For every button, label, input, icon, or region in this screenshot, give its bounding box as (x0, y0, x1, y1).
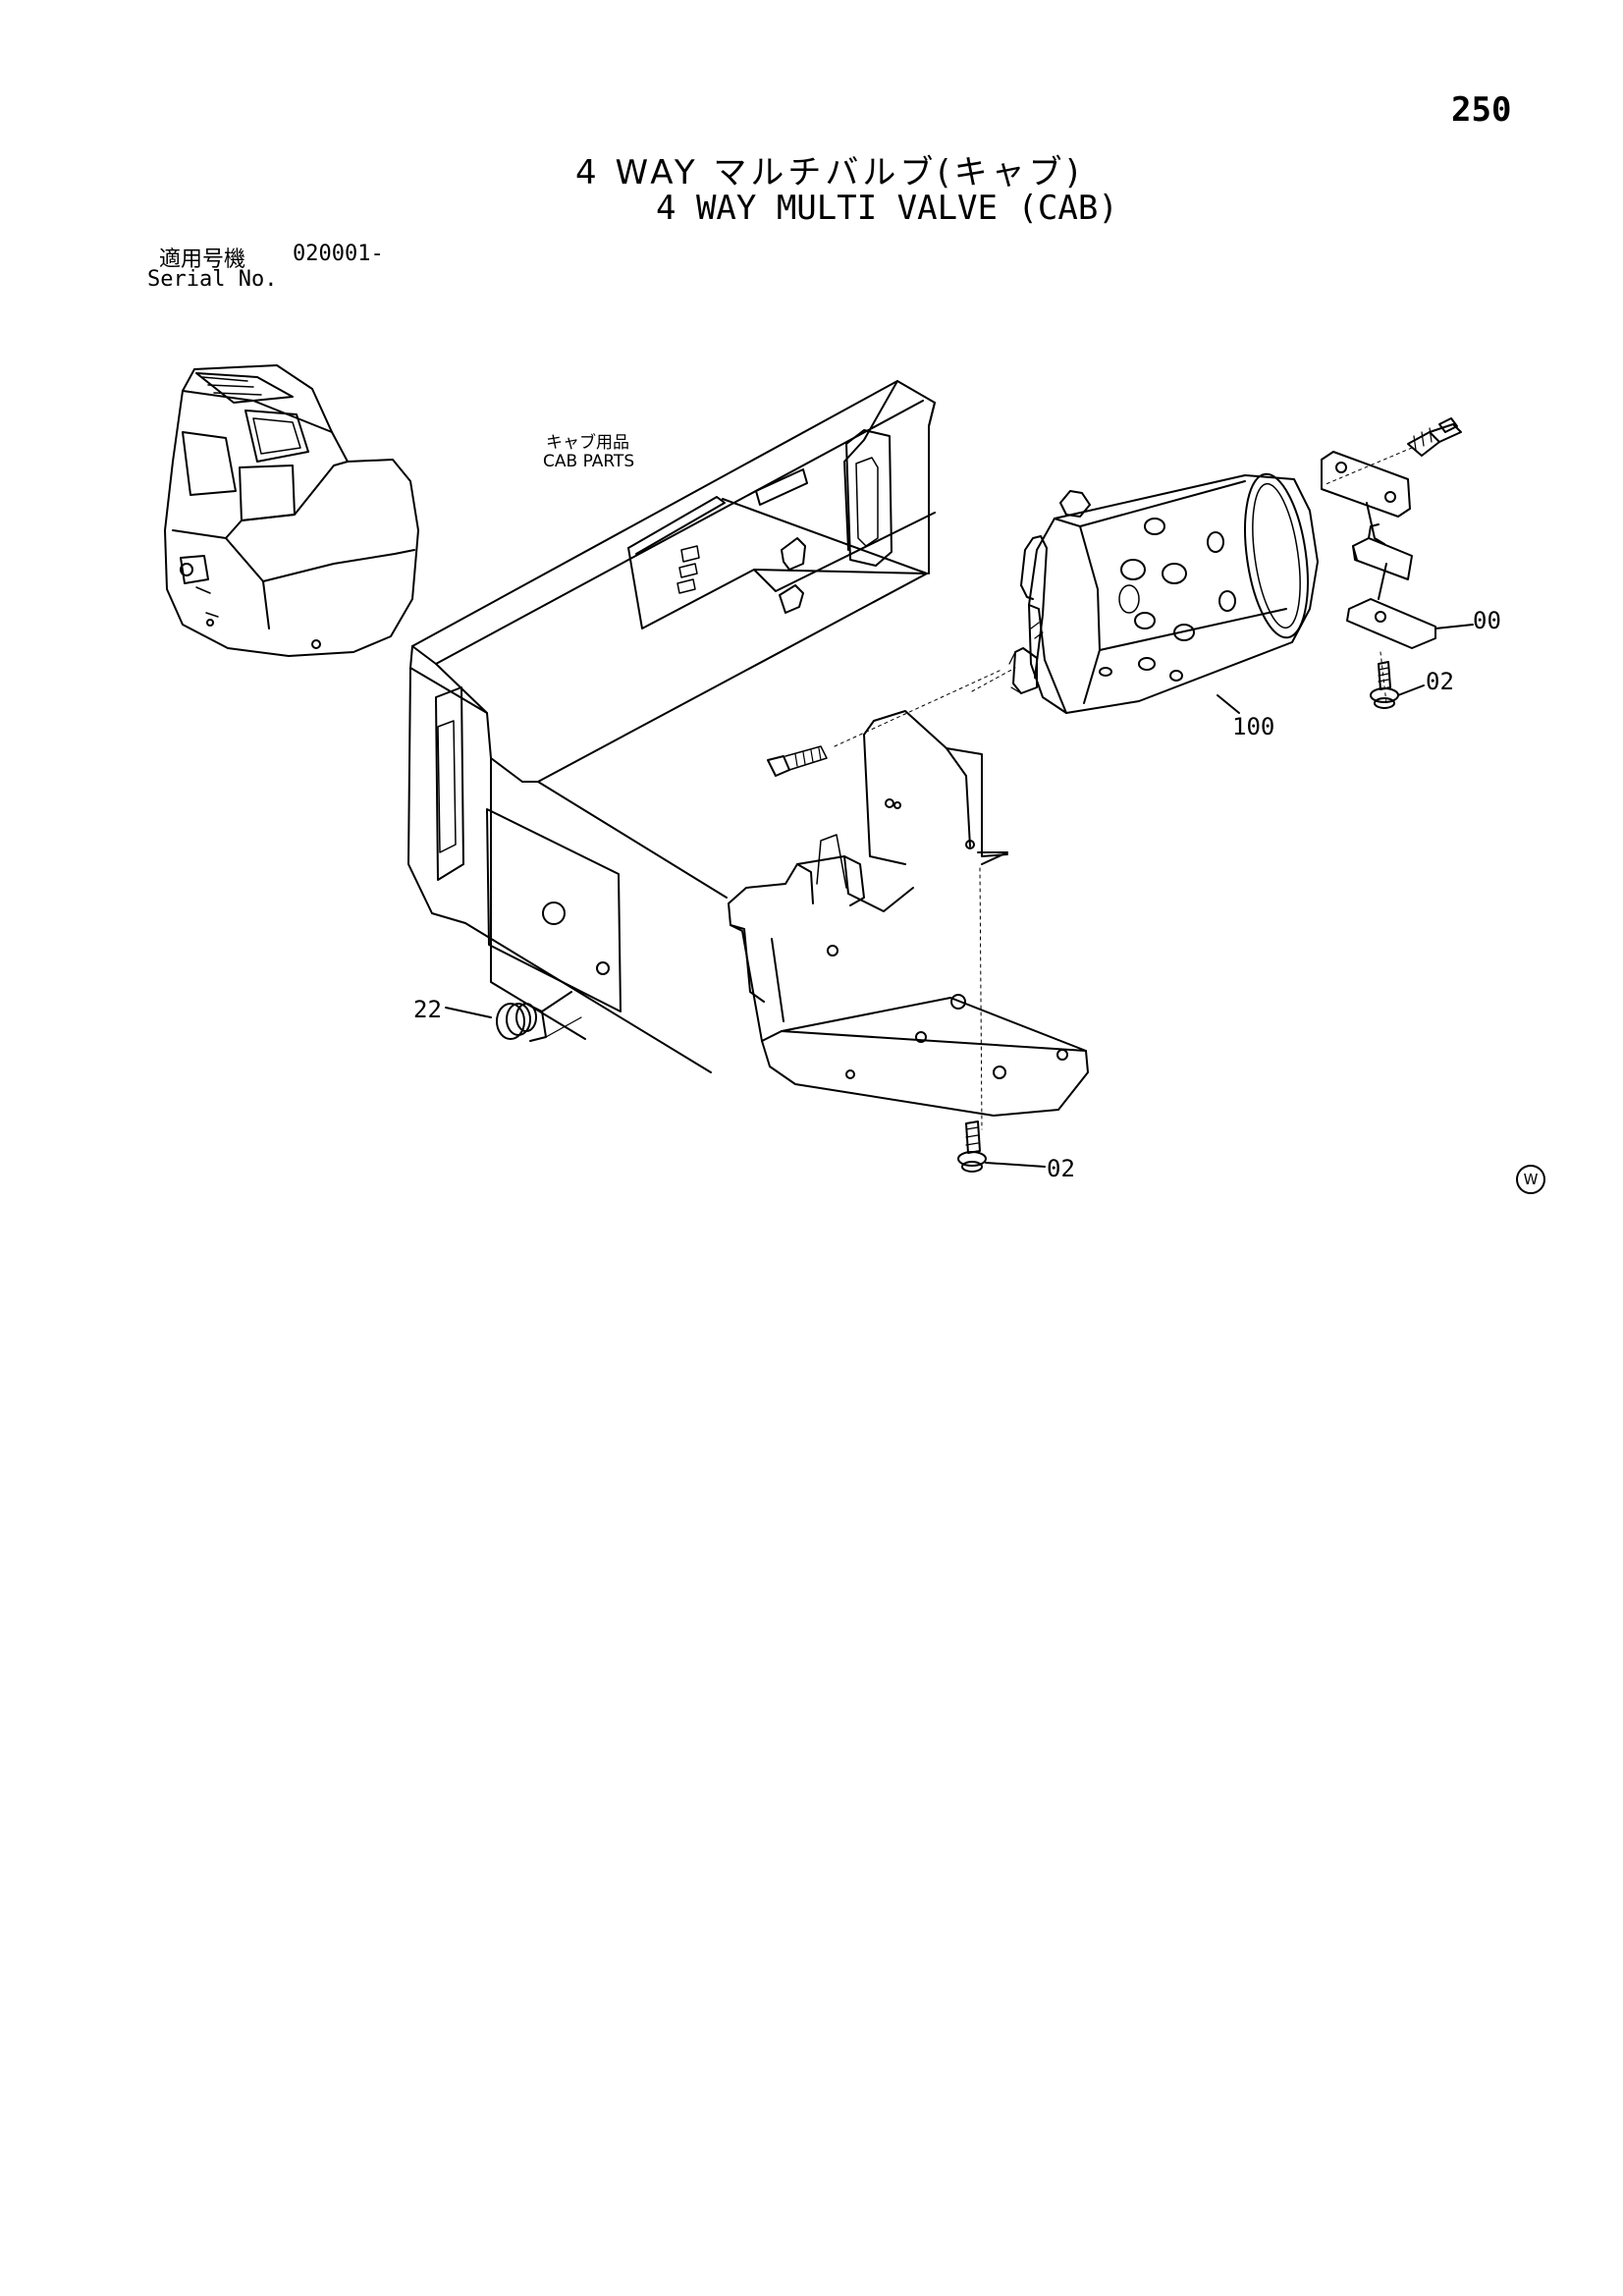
page-number: 250 (1451, 90, 1512, 130)
cab-thumbnail-illustration (165, 365, 418, 656)
bolt-02-lower (958, 868, 1045, 1172)
callout-100: 100 (1232, 713, 1275, 740)
part-22-clip (446, 992, 581, 1041)
multi-valve-body (972, 470, 1318, 713)
callout-00: 00 (1473, 607, 1501, 634)
frame-chassis-section (408, 381, 935, 1072)
bolt-02-upper (1371, 652, 1424, 708)
cab-parts-label-japanese: キャブ用品 (546, 433, 629, 453)
serial-label-japanese: 適用号機 (159, 247, 246, 272)
leader-lines (1217, 625, 1473, 713)
serial-label-english: Serial No. (147, 267, 278, 292)
page-title-english: 4 WAY MULTI VALVE (CAB) (656, 189, 1118, 228)
upper-bracket-assembly (1322, 418, 1461, 648)
callout-02-upper: 02 (1426, 668, 1454, 695)
serial-number-value: 020001- (293, 242, 384, 266)
mounting-bracket (729, 711, 1088, 1116)
bracket-bolt (768, 670, 1001, 776)
circled-w-mark: W (1516, 1165, 1545, 1194)
page-title-japanese: 4 WAY マルチバルブ(キャブ) (575, 153, 1083, 192)
callout-02-lower: 02 (1047, 1155, 1075, 1182)
callout-22: 22 (413, 996, 442, 1023)
cab-parts-label-english: CAB PARTS (543, 452, 635, 471)
